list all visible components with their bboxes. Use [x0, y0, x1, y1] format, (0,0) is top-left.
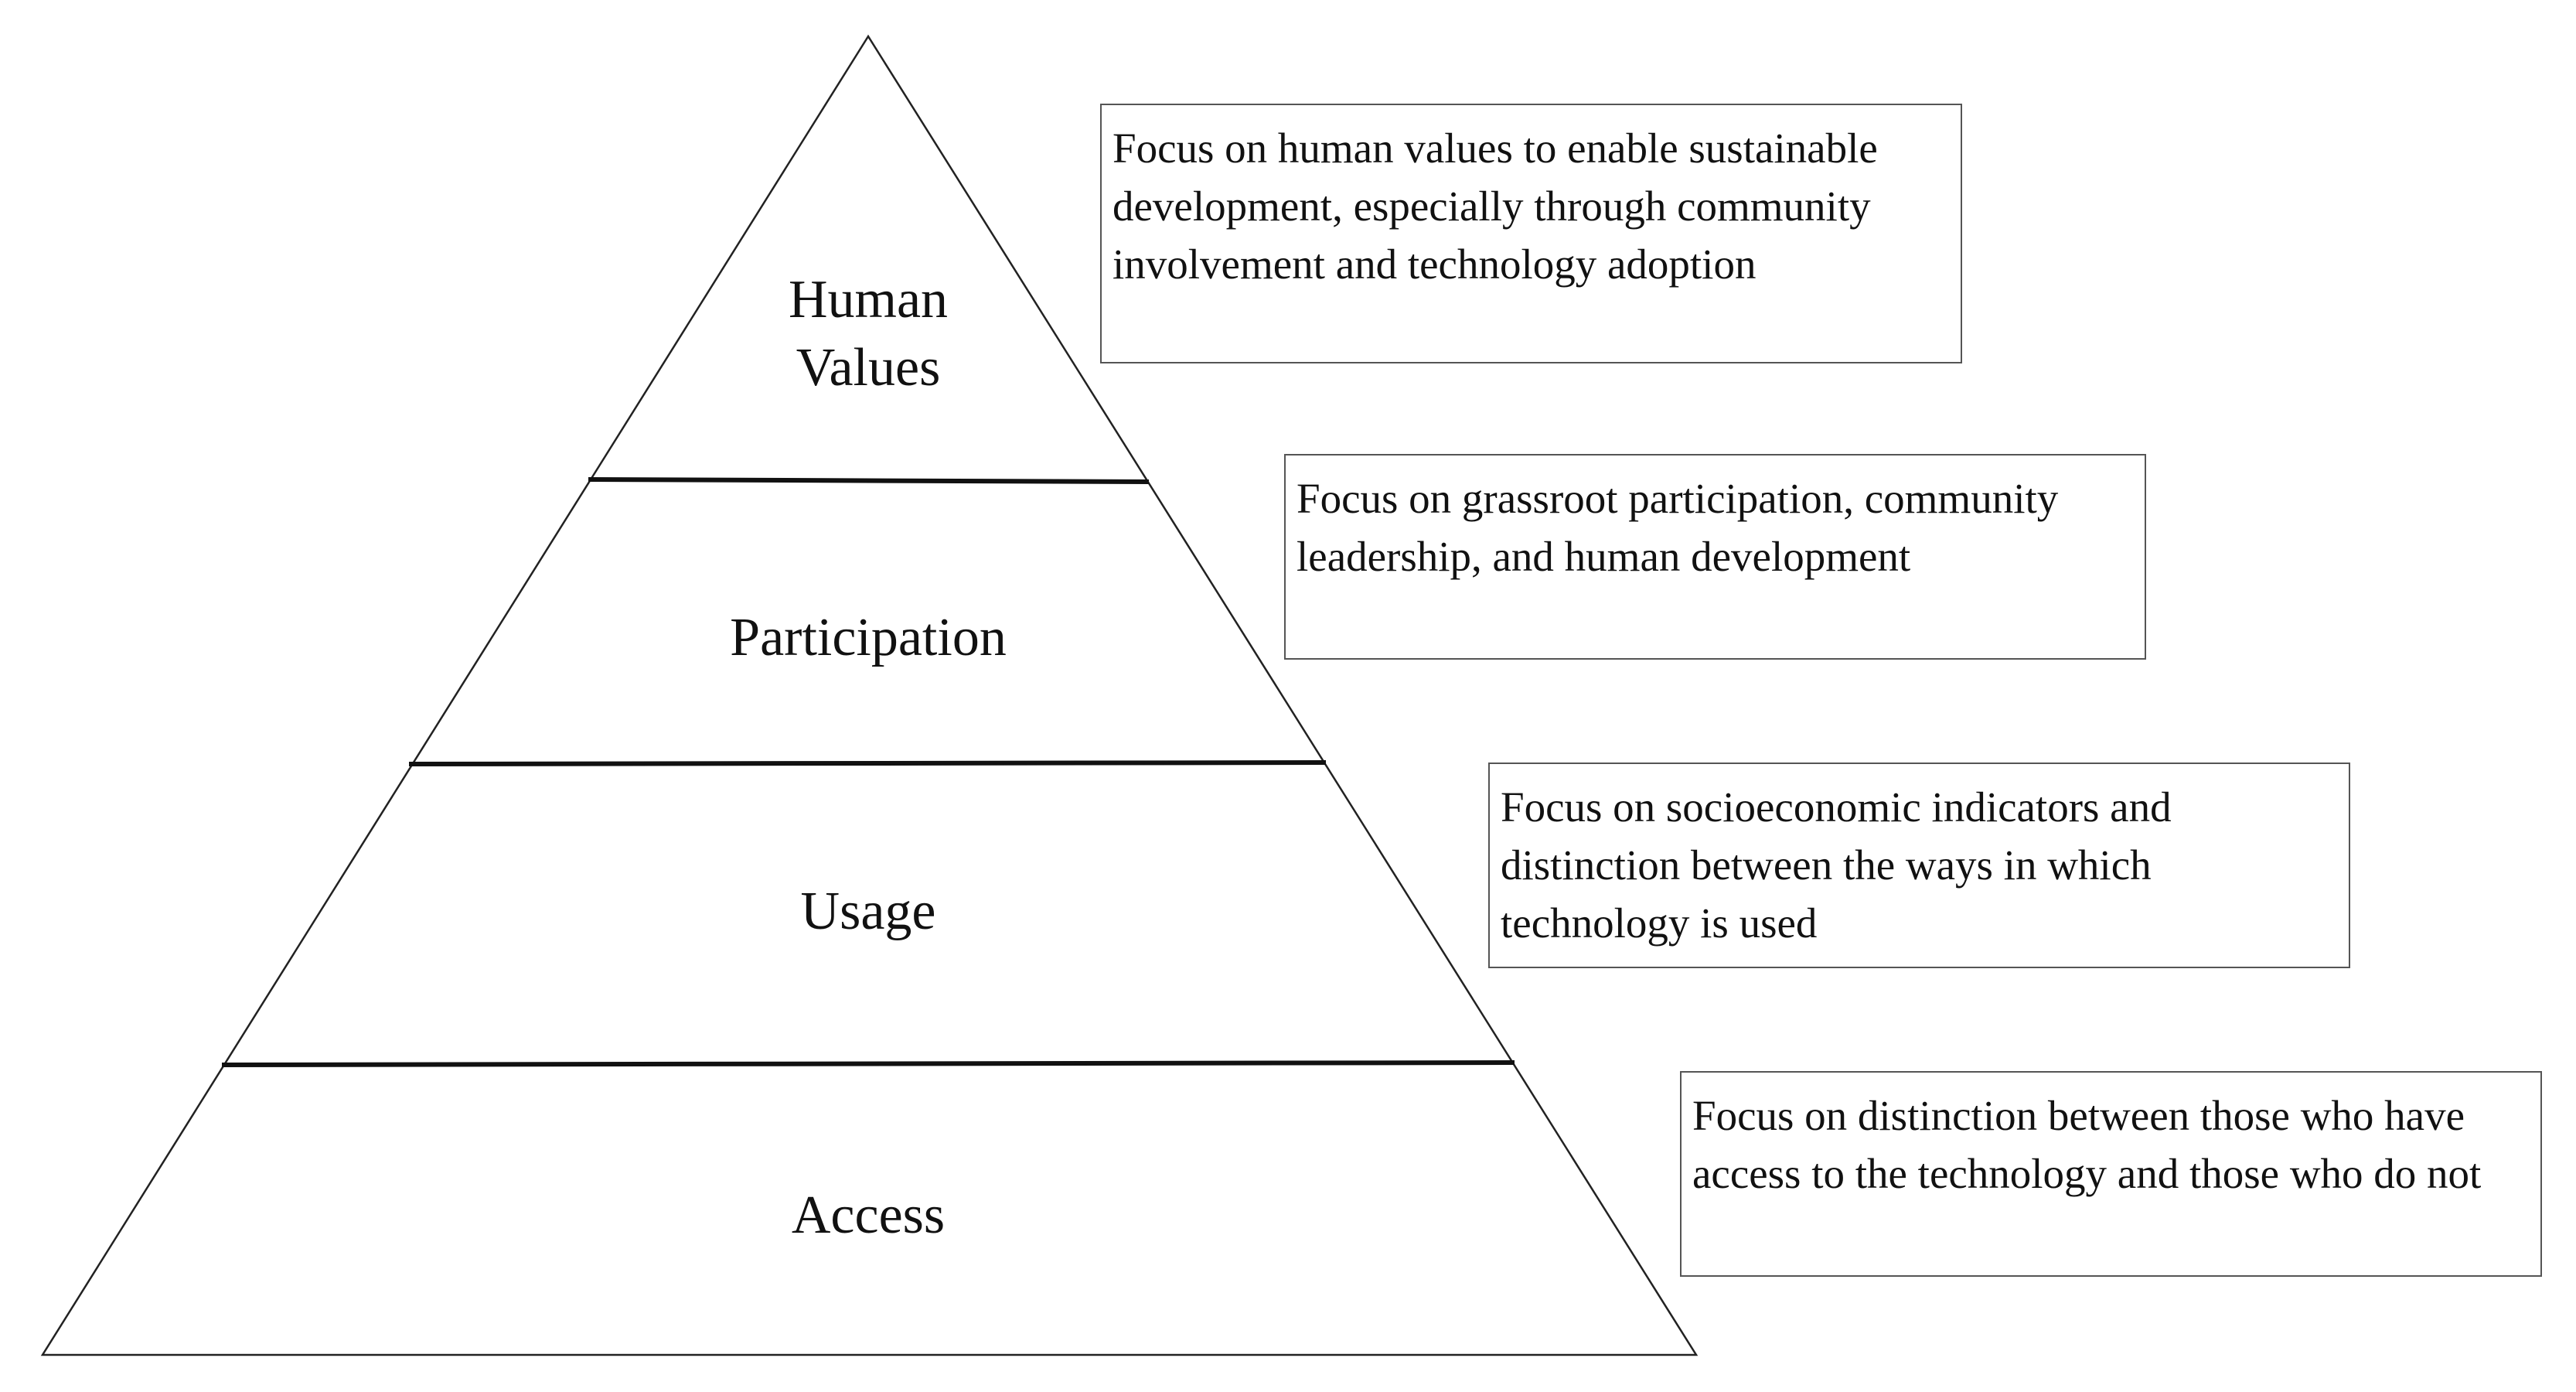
level-label-human-values-line1: Human — [789, 270, 948, 329]
note-access: Focus on distinction between those who h… — [1680, 1071, 2542, 1277]
divider-values-participation — [588, 477, 1150, 484]
divider-usage-access — [221, 1060, 1515, 1067]
level-label-participation: Participation — [730, 608, 1007, 667]
note-human-values: Focus on human values to enable sustaina… — [1100, 104, 1962, 363]
level-label-usage: Usage — [801, 882, 936, 941]
pyramid-outline — [40, 34, 1699, 1356]
note-usage: Focus on socioeconomic indicators and di… — [1488, 763, 2350, 968]
level-label-human-values-line2: Values — [796, 338, 941, 397]
level-label-access: Access — [792, 1186, 945, 1245]
divider-participation-usage — [408, 760, 1327, 766]
note-participation: Focus on grassroot participation, commun… — [1284, 454, 2146, 660]
